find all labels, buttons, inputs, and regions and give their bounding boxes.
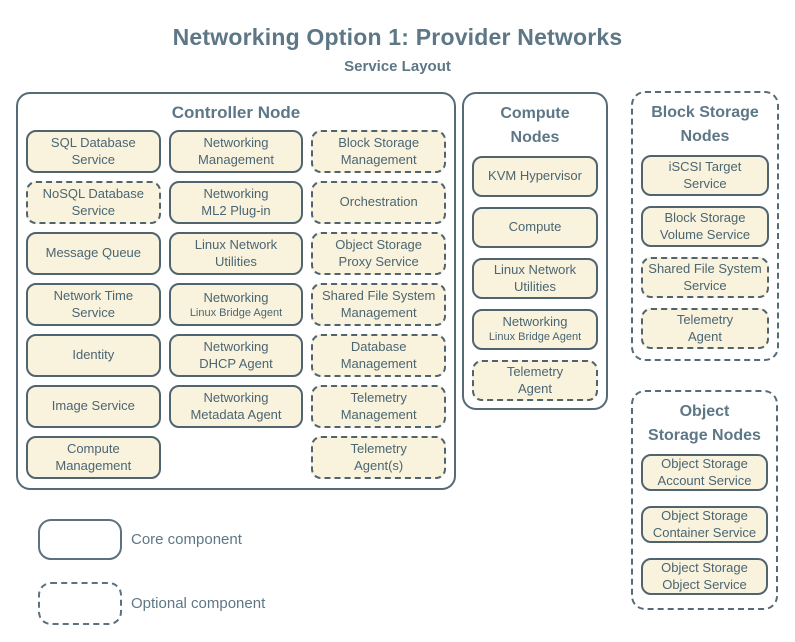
group-title: Object Storage Nodes	[648, 403, 761, 444]
service-box-label: Object Storage Container Service	[652, 507, 757, 540]
core-component-swatch	[38, 519, 122, 560]
service-box-label: Compute Management	[55, 441, 132, 473]
service-box-label: Telemetry Agent(s)	[350, 441, 407, 473]
service-box-label: Identity	[72, 347, 115, 363]
service-box-label: Telemetry Agent	[676, 311, 734, 344]
service-box-label: NoSQL Database Service	[42, 186, 145, 218]
service-box: Telemetry Management	[311, 385, 446, 429]
service-box: KVM Hypervisor	[472, 156, 598, 197]
page-title: Networking Option 1: Provider Networks	[172, 24, 623, 50]
service-box: Shared File System Service	[641, 257, 769, 298]
service-box-label: Orchestration	[339, 194, 418, 210]
service-box-label: SQL Database Service	[50, 135, 136, 167]
service-box: Telemetry Agent	[472, 360, 598, 401]
service-box: SQL Database Service	[26, 130, 161, 174]
service-box-label: Compute	[508, 219, 562, 235]
service-box-label: Database Management	[340, 339, 417, 371]
service-box-label: Shared File System Management	[321, 288, 436, 320]
service-box: Telemetry Agent(s)	[311, 436, 446, 480]
service-box-label: Networking Metadata Agent	[190, 390, 282, 422]
service-box: iSCSI Target Service	[641, 155, 769, 196]
service-box: Orchestration	[311, 181, 446, 225]
service-box: Object Storage Proxy Service	[311, 232, 446, 276]
service-box-label: Networking	[502, 314, 568, 330]
group-object-storage-nodes: Object Storage Nodes Object Storage Acco…	[631, 390, 778, 610]
optional-component-swatch	[38, 582, 122, 625]
service-box-label: Image Service	[51, 398, 135, 414]
legend-core-row: Core component	[38, 519, 242, 560]
service-box: Object Storage Container Service	[641, 506, 768, 543]
service-box-label: Networking Management	[198, 135, 274, 167]
service-box-label: KVM Hypervisor	[488, 168, 582, 184]
service-box: Block Storage Management	[311, 130, 446, 174]
service-box: Identity	[26, 334, 161, 378]
controller-services: SQL Database Service Networking Managemen…	[18, 130, 454, 487]
service-box-label: Networking	[203, 289, 269, 305]
service-box-label: Object Storage Object Service	[661, 559, 748, 592]
service-box: Networking Metadata Agent	[168, 385, 304, 429]
service-box-label: Telemetry Agent	[506, 363, 564, 396]
service-box: Database Management	[311, 334, 446, 378]
service-box-sublabel: Linux Bridge Agent	[189, 306, 283, 319]
service-box: Compute	[472, 207, 598, 248]
service-box-label: Block Storage Management	[338, 135, 420, 167]
service-box: Telemetry Agent	[641, 308, 769, 349]
service-box-sublabel: Linux Bridge Agent	[488, 331, 582, 344]
group-title: Block Storage Nodes	[651, 104, 759, 145]
service-box-label: Block Storage Volume Service	[659, 209, 751, 242]
service-box-label: iSCSI Target Service	[668, 158, 742, 191]
service-box: Linux Network Utilities	[168, 232, 304, 276]
service-box-label: Object Storage Account Service	[657, 455, 752, 488]
service-box: Image Service	[26, 385, 161, 429]
service-box-label: Linux Network Utilities	[194, 237, 278, 269]
legend-label: Core component	[131, 531, 242, 548]
service-box: Shared File System Management	[311, 283, 446, 327]
group-title: Compute Nodes	[500, 105, 570, 146]
service-box-label: Networking ML2 Plug-in	[201, 186, 271, 218]
legend-optional-row: Optional component	[38, 582, 265, 625]
service-box-label: Object Storage Proxy Service	[335, 237, 423, 269]
service-box-label: Message Queue	[45, 245, 142, 261]
service-box: Networking DHCP Agent	[168, 334, 304, 378]
service-box: Block Storage Volume Service	[641, 206, 769, 247]
service-box: Network Time Service	[26, 283, 161, 327]
page-subtitle: Service Layout	[344, 58, 451, 75]
service-box: Object Storage Account Service	[641, 454, 768, 491]
service-box-label: Shared File System Service	[648, 260, 762, 293]
service-box-label: Linux Network Utilities	[493, 261, 577, 294]
group-title: Controller Node	[171, 103, 301, 122]
service-box: Networking ML2 Plug-in	[168, 181, 304, 225]
service-box: Object Storage Object Service	[641, 558, 768, 595]
service-box: NoSQL Database Service	[26, 181, 161, 225]
service-box: Linux Network Utilities	[472, 258, 598, 299]
service-box: Networking Management	[168, 130, 304, 174]
service-box-label: Networking DHCP Agent	[199, 339, 273, 371]
service-box-label: Telemetry Management	[340, 390, 417, 422]
service-box: Compute Management	[26, 436, 161, 480]
service-box: Message Queue	[26, 232, 161, 276]
group-block-storage-nodes: Block Storage Nodes iSCSI Target Service…	[631, 91, 779, 361]
service-box-label: Network Time Service	[53, 288, 134, 320]
legend-label: Optional component	[131, 595, 266, 612]
